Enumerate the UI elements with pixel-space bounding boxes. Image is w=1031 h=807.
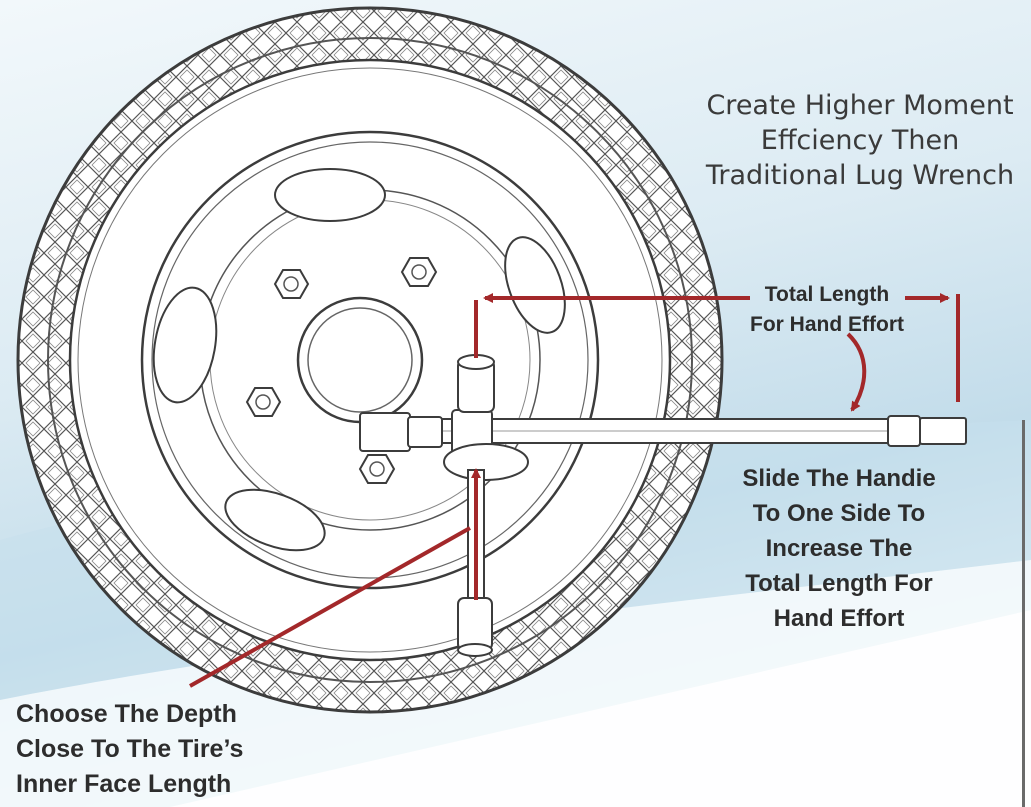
- total-length-line-1: Total Length: [764, 283, 890, 306]
- slide-handle-label: Slide The Handie To One Side To Increase…: [708, 461, 970, 636]
- depth-line-3: Inner Face Length: [16, 770, 232, 798]
- wheel-rim: [140, 130, 600, 590]
- headline-line-2: Effciency Then: [760, 125, 960, 156]
- headline: Create Higher Moment Effciency Then Trad…: [690, 88, 1030, 193]
- headline-line-1: Create Higher Moment: [706, 90, 1014, 121]
- depth-line-2: Close To The Tire’s: [16, 735, 244, 763]
- depth-label: Choose The Depth Close To The Tire’s Inn…: [16, 697, 316, 802]
- lug-nut: [400, 257, 438, 287]
- total-length-label: Total Length For Hand Effort: [722, 280, 932, 340]
- headline-line-3: Traditional Lug Wrench: [705, 160, 1015, 191]
- slide-line-5: Hand Effort: [773, 605, 905, 632]
- slide-line-4: Total Length For: [745, 570, 933, 597]
- slide-curved-arrow: [846, 332, 867, 412]
- annotation-lines: [189, 293, 960, 688]
- total-length-line-2: For Hand Effort: [750, 313, 904, 336]
- slide-line-1: Slide The Handie: [742, 465, 936, 492]
- slide-line-2: To One Side To: [752, 500, 926, 527]
- slide-line-3: Increase The: [765, 535, 913, 562]
- lug-nut: [273, 269, 310, 299]
- lug-nut: [358, 454, 396, 484]
- lug-nut: [245, 387, 282, 417]
- depth-pointer-line: [189, 526, 471, 688]
- depth-line-1: Choose The Depth: [16, 700, 237, 728]
